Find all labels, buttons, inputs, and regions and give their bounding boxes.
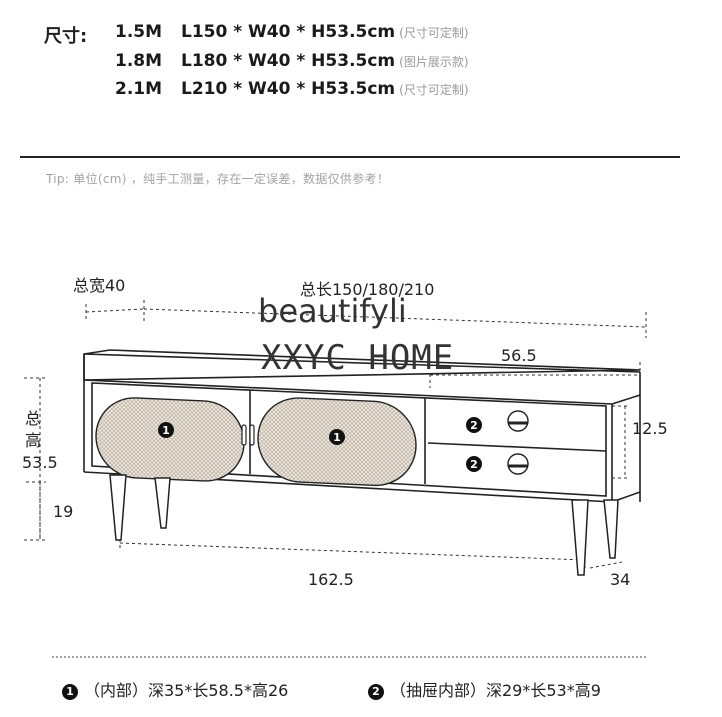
bullet-1-icon: 1 <box>62 684 78 700</box>
size-dimensions: L180 * W40 * H53.5cm <box>181 51 396 71</box>
size-label: 尺寸: <box>44 26 88 47</box>
size-note: (图片展示款) <box>399 55 469 69</box>
marker-1-left: 1 <box>158 422 174 438</box>
width-label: 总宽40 <box>73 276 126 295</box>
marker-1-left-label: 1 <box>162 424 170 437</box>
size-length: 1.5M <box>115 22 163 42</box>
size-row-3: 2.1M L210 * W40 * H53.5cm(尺寸可定制) <box>115 79 469 99</box>
drawer-height-label: 12.5 <box>632 419 668 438</box>
footer-note-2: 2 （抽屉内部）深29*长53*高9 <box>368 677 601 701</box>
size-dimensions: L150 * W40 * H53.5cm <box>181 22 396 42</box>
footer-note-2-text: （抽屉内部）深29*长53*高9 <box>390 681 601 700</box>
header-divider <box>20 156 680 158</box>
marker-2-top-label: 2 <box>470 419 478 432</box>
tip-text: Tip: 单位(cm) ，纯手工测量，存在一定误差，数据仅供参考！ <box>46 172 390 186</box>
drawer-width-label: 56.5 <box>501 346 537 365</box>
cabinet-legs <box>109 474 619 576</box>
marker-2-bottom: 2 <box>466 456 482 472</box>
length-label: 总长150/180/210 <box>300 280 435 299</box>
total-height-label: 总高 53.5 <box>22 409 58 472</box>
marker-1-right-label: 1 <box>333 431 341 444</box>
size-note: (尺寸可定制) <box>399 26 469 40</box>
size-row-2: 1.8M L180 * W40 * H53.5cm(图片展示款) <box>115 51 469 71</box>
door-handles <box>241 424 255 446</box>
drawer-pulls <box>507 410 529 475</box>
marker-2-bottom-label: 2 <box>470 458 478 471</box>
bullet-2-icon: 2 <box>368 684 384 700</box>
leg-span-label: 162.5 <box>308 570 354 589</box>
watermark-line-1: beautifyli <box>258 292 407 330</box>
footer-note-1: 1 （内部）深35*长58.5*高26 <box>62 677 288 701</box>
size-row-1: 1.5M L150 * W40 * H53.5cm(尺寸可定制) <box>115 22 469 42</box>
footer-note-1-text: （内部）深35*长58.5*高26 <box>84 681 289 700</box>
watermark-line-2: XXYC HOME <box>261 338 455 378</box>
left-rattan-door <box>95 397 245 482</box>
size-length: 2.1M <box>115 79 163 99</box>
marker-2-top: 2 <box>466 417 482 433</box>
size-note: (尺寸可定制) <box>399 83 469 97</box>
marker-1-right: 1 <box>329 429 345 445</box>
size-length: 1.8M <box>115 51 163 71</box>
size-dimensions: L210 * W40 * H53.5cm <box>181 79 396 99</box>
depth-label: 34 <box>610 570 631 589</box>
leg-height-label: 19 <box>53 502 74 521</box>
